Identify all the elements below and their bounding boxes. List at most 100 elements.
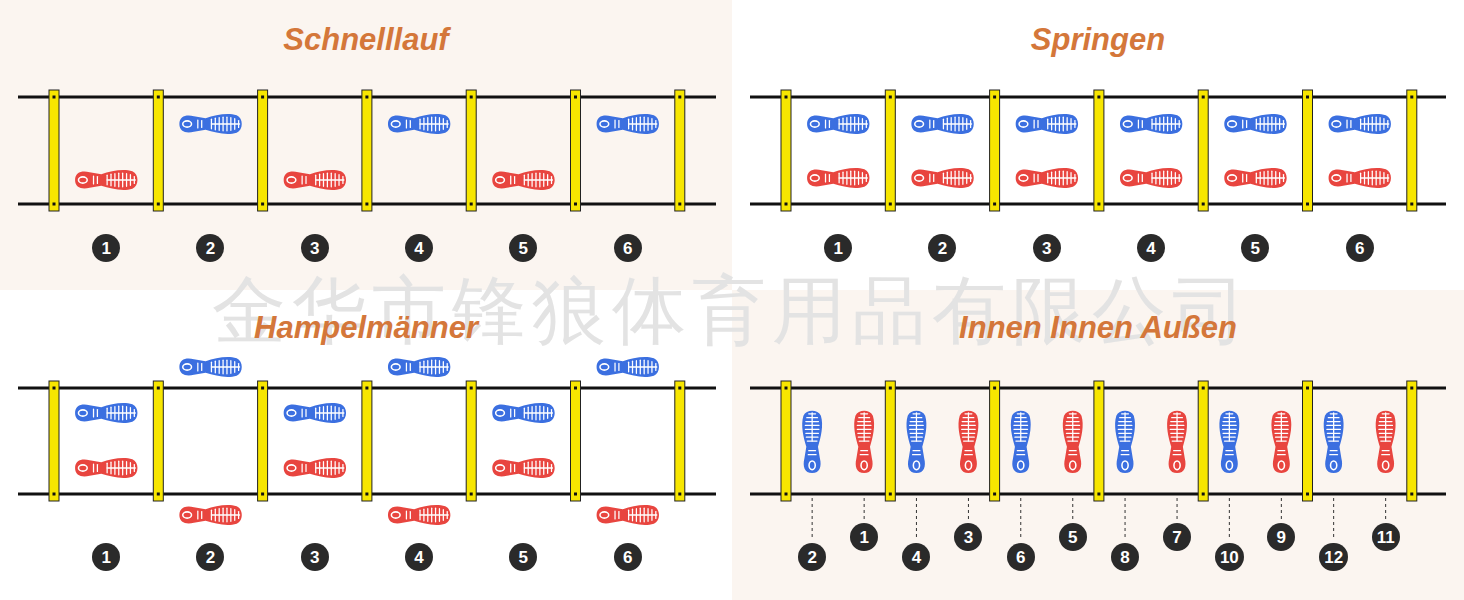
footprint <box>492 170 554 190</box>
callout-text: 1 <box>833 240 842 257</box>
leader-line <box>1072 498 1073 520</box>
ladder-rail <box>18 493 716 496</box>
footprint <box>911 168 973 188</box>
ladder-rung <box>1198 90 1208 211</box>
footprint <box>1016 168 1078 188</box>
callout-number: 1 <box>92 234 120 262</box>
ladder-rung <box>466 381 476 501</box>
footprint <box>1120 168 1182 188</box>
drill-panel: Schnelllauf123456 <box>0 0 732 290</box>
callout-text: 10 <box>1220 549 1239 566</box>
callout-text: 6 <box>1016 549 1025 566</box>
callout-text: 4 <box>414 240 423 257</box>
footprint <box>1376 411 1396 473</box>
drill-panel: Springen123456 <box>732 0 1464 290</box>
callout-text: 3 <box>310 549 319 566</box>
leader-line <box>1385 498 1386 520</box>
footprint <box>1120 114 1182 134</box>
ladder-rung <box>49 90 59 211</box>
callout-text: 1 <box>101 240 110 257</box>
callout-text: 2 <box>938 240 947 257</box>
callout-number: 5 <box>1059 523 1087 551</box>
callout-number: 3 <box>954 523 982 551</box>
footprint <box>854 411 874 473</box>
leader-line <box>1125 498 1126 540</box>
ladder-rung <box>990 381 1000 501</box>
footprint <box>75 403 137 423</box>
callout-text: 6 <box>623 549 632 566</box>
footprint <box>1016 114 1078 134</box>
footprint <box>1063 411 1083 473</box>
callout-number: 5 <box>509 543 537 571</box>
leader-line <box>812 498 813 540</box>
ladder-rung <box>571 381 581 501</box>
ladder-rung <box>1303 90 1313 211</box>
callout-number: 6 <box>614 543 642 571</box>
callout-text: 4 <box>1146 240 1155 257</box>
callout-number: 11 <box>1372 523 1400 551</box>
callout-text: 6 <box>623 240 632 257</box>
footprint <box>597 505 659 525</box>
callout-number: 3 <box>1033 234 1061 262</box>
ladder-rung <box>1407 90 1417 211</box>
callout-number: 1 <box>92 543 120 571</box>
callout-text: 12 <box>1324 549 1343 566</box>
ladder-rail <box>18 387 716 390</box>
ladder-rail <box>750 493 1446 496</box>
footprint <box>1011 411 1031 473</box>
ladder-rung <box>571 90 581 211</box>
footprint <box>388 505 450 525</box>
footprint <box>907 411 927 473</box>
callout-text: 2 <box>206 549 215 566</box>
ladder-rung <box>258 381 268 501</box>
watermark: 金华市锋狼体育用品有限公司 <box>0 262 1464 362</box>
footprint <box>807 168 869 188</box>
ladder-rung <box>1303 381 1313 501</box>
ladder-rung <box>362 90 372 211</box>
footprint <box>284 403 346 423</box>
leader-line <box>1177 498 1178 520</box>
footprint <box>1167 411 1187 473</box>
callout-number: 10 <box>1215 543 1244 571</box>
leader-line <box>968 498 969 520</box>
footprint <box>911 114 973 134</box>
ladder-rung <box>1407 381 1417 501</box>
callout-text: 3 <box>310 240 319 257</box>
footprint <box>388 357 450 377</box>
drill-title: Innen Innen Außen <box>732 310 1464 346</box>
footprint <box>388 114 450 134</box>
footprint <box>1329 114 1391 134</box>
callout-number: 12 <box>1319 543 1348 571</box>
callout-number: 3 <box>301 234 329 262</box>
drill-panel: Hampelmänner123456 <box>0 290 732 600</box>
callout-text: 7 <box>1172 529 1181 546</box>
callout-text: 6 <box>1355 240 1364 257</box>
callout-number: 2 <box>798 543 826 571</box>
footprint <box>284 458 346 478</box>
leader-line <box>916 498 917 540</box>
footprint <box>284 170 346 190</box>
ladder-rung <box>49 381 59 501</box>
ladder-rail <box>750 96 1446 99</box>
leader-line <box>864 498 865 520</box>
callout-text: 8 <box>1120 549 1129 566</box>
footprint <box>1115 411 1135 473</box>
callout-number: 6 <box>614 234 642 262</box>
footprint <box>1224 114 1286 134</box>
footprint <box>179 505 241 525</box>
callout-number: 9 <box>1267 523 1295 551</box>
callout-text: 4 <box>912 549 921 566</box>
leader-line <box>1229 498 1230 540</box>
footprint <box>807 114 869 134</box>
footprint <box>1224 168 1286 188</box>
callout-number: 4 <box>902 543 930 571</box>
footprint <box>1271 411 1291 473</box>
callout-text: 2 <box>807 549 816 566</box>
ladder-rung <box>885 90 895 211</box>
footprint <box>1329 168 1391 188</box>
callout-text: 5 <box>519 549 528 566</box>
callout-text: 5 <box>1251 240 1260 257</box>
callout-number: 4 <box>405 543 433 571</box>
leader-line <box>1020 498 1021 540</box>
ladder-rung <box>675 90 685 211</box>
